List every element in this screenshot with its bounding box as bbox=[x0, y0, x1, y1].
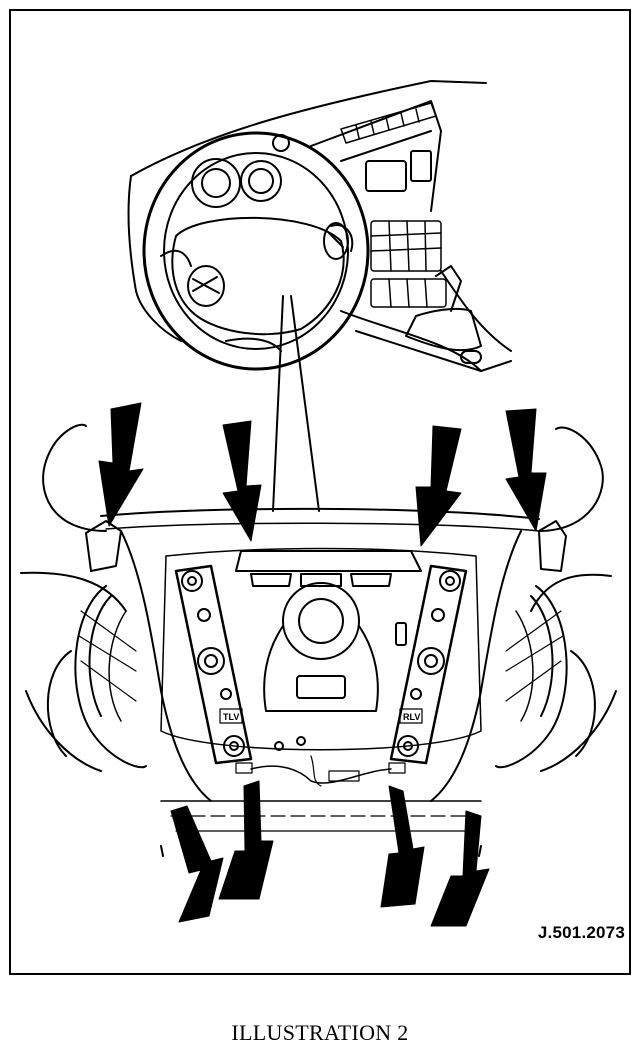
right-control-pad: RLV bbox=[389, 564, 468, 765]
dashboard-view bbox=[127, 80, 512, 512]
figure-caption: ILLUSTRATION 2 bbox=[231, 1020, 409, 1045]
left-pad-label: TLV bbox=[223, 712, 239, 722]
arrow-icon bbox=[430, 810, 490, 927]
arrow-icon bbox=[380, 785, 425, 908]
wheel-rear-view: TLV RLV bbox=[20, 423, 617, 857]
drawing-reference-code: J.501.2073 bbox=[537, 923, 625, 942]
arrow-icon bbox=[222, 420, 262, 542]
steering-wheel-icon bbox=[142, 131, 370, 371]
illustration-frame: TLV RLV bbox=[9, 9, 631, 975]
left-control-pad: TLV bbox=[174, 564, 253, 765]
arrow-icon-group bbox=[98, 402, 547, 927]
right-grip bbox=[495, 585, 617, 772]
arrow-icon bbox=[218, 780, 274, 900]
arrow-icon bbox=[415, 425, 462, 547]
right-pad-label: RLV bbox=[403, 712, 420, 722]
technical-drawing: TLV RLV bbox=[20, 80, 617, 927]
left-grip bbox=[25, 585, 147, 772]
arrow-icon bbox=[505, 408, 547, 532]
arrow-icon bbox=[170, 805, 224, 923]
arrow-icon bbox=[98, 402, 144, 527]
